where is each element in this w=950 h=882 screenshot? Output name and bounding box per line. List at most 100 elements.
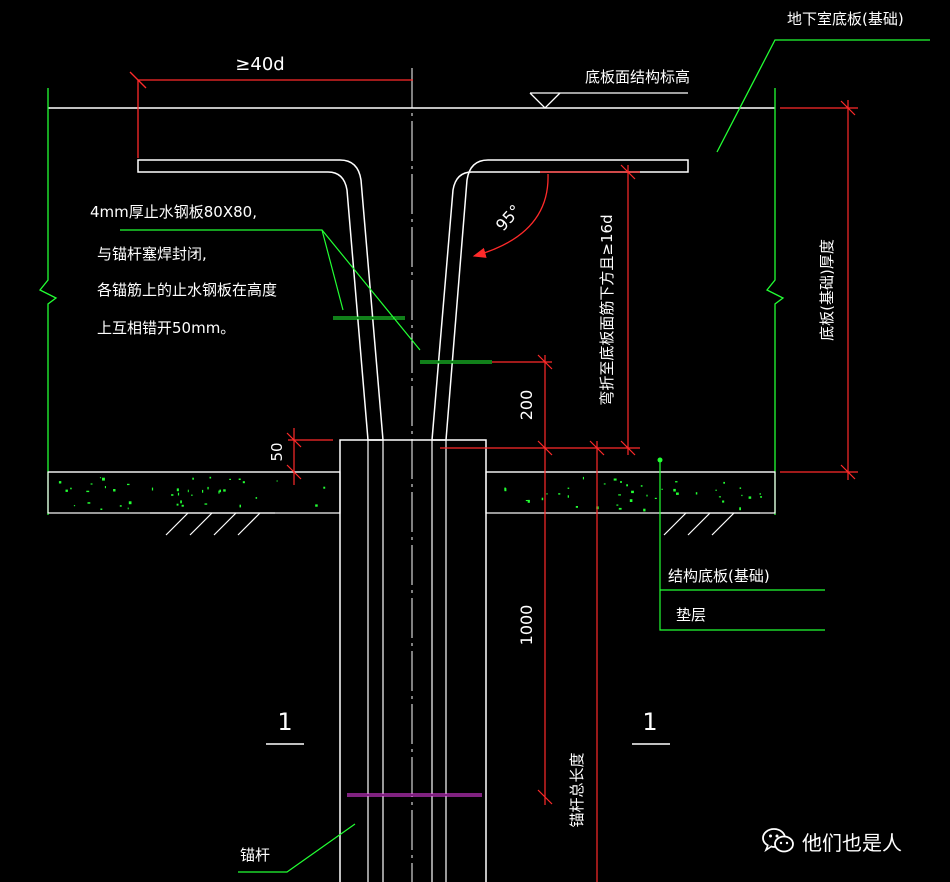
cushion-speckle xyxy=(180,500,182,504)
right-slab-edge xyxy=(765,88,785,515)
bend-tick-top xyxy=(620,164,636,180)
cushion-speckle xyxy=(113,489,116,492)
cushion-speckle xyxy=(759,493,761,495)
note-line-3: 各锚筋上的止水钢板在高度 xyxy=(97,281,277,299)
cushion-speckle xyxy=(739,487,742,489)
cushion-speckle xyxy=(739,507,741,511)
cushion-speckle xyxy=(654,497,657,499)
cushion-speckle xyxy=(640,485,643,487)
left-slab-edge xyxy=(38,88,58,515)
cushion-speckle xyxy=(102,477,105,481)
cushion-speckle xyxy=(73,505,76,507)
dim-1000-tick-bottom xyxy=(537,789,553,805)
cushion-speckle xyxy=(567,495,569,498)
cushion-speckle xyxy=(99,477,102,479)
cushion-speckle xyxy=(631,490,634,494)
cushion-speckle xyxy=(760,496,762,498)
dim-50-tick-top xyxy=(286,432,302,448)
total-length-label: 锚杆总长度 xyxy=(568,752,586,827)
cushion-speckle xyxy=(718,496,721,498)
cushion-speckle xyxy=(70,487,72,490)
angle-arc xyxy=(472,173,549,258)
cushion-speckle xyxy=(315,504,318,507)
note-leader-branch xyxy=(321,229,344,311)
cushion-speckle xyxy=(616,504,619,506)
cushion-speckle xyxy=(582,476,584,480)
soil-hatch-left xyxy=(150,512,275,536)
structural-slab-label: 结构底板(基础) xyxy=(668,567,770,585)
anchor-label: 锚杆 xyxy=(240,846,270,864)
thickness-label: 底板(基础)厚度 xyxy=(818,239,836,341)
cushion-speckle xyxy=(613,478,617,481)
cushion-speckle xyxy=(176,488,179,492)
cushion-speckle xyxy=(191,494,193,496)
cushion-speckle xyxy=(276,480,278,482)
dim-200-text: 200 xyxy=(517,390,536,421)
cushion-layer-right xyxy=(485,471,776,514)
cushion-speckle xyxy=(239,504,241,508)
anchor-bar-right xyxy=(431,159,689,441)
cushion-speckle xyxy=(192,477,194,480)
cushion-speckle xyxy=(723,481,725,484)
dim-200-tick-mid xyxy=(537,440,553,456)
pile-outline xyxy=(339,439,487,882)
cushion-speckle xyxy=(104,486,106,489)
section-mark-left: 1 xyxy=(277,708,292,736)
cushion-speckle xyxy=(323,486,326,489)
dim-200-tick-top xyxy=(537,354,553,370)
cushion-speckle xyxy=(504,487,506,491)
cushion-speckle xyxy=(575,506,578,508)
cushion-speckle xyxy=(90,483,93,485)
cushion-speckle xyxy=(255,497,258,499)
cushion-speckle xyxy=(229,478,231,480)
cushion-speckle xyxy=(620,481,622,483)
cushion-speckle xyxy=(722,500,725,503)
cushion-speckle xyxy=(661,488,663,490)
watermark: 他们也是人 xyxy=(762,824,902,858)
basement-slab-label: 地下室底板(基础) xyxy=(787,10,904,28)
cushion-speckle xyxy=(618,494,621,496)
dim-50-text: 50 xyxy=(268,442,286,461)
cushion-speckle xyxy=(187,489,189,493)
anchor-leader xyxy=(238,823,356,873)
cushion-speckle xyxy=(177,492,180,496)
bend-label: 弯折至底板面筋下方且≥16d xyxy=(598,214,616,405)
cushion-speckle xyxy=(558,493,561,495)
cushion-speckle xyxy=(119,505,122,507)
dim-40d-text: ≥40d xyxy=(235,54,284,75)
wechat-icon xyxy=(762,828,794,853)
watermark-text: 他们也是人 xyxy=(802,830,902,855)
cushion-speckle xyxy=(207,486,209,490)
cushion-speckle xyxy=(646,494,648,497)
dim-50-tick-bottom xyxy=(286,464,302,480)
cushion-speckle xyxy=(238,478,241,480)
cushion-speckle xyxy=(629,499,633,502)
cushion-speckle xyxy=(223,489,226,492)
note-line-1: 4mm厚止水钢板80X80, xyxy=(90,203,257,221)
cushion-speckle xyxy=(87,502,91,504)
cushion-speckle xyxy=(527,499,530,503)
cushion-speckle xyxy=(218,490,220,494)
cushion-speckle xyxy=(219,489,221,493)
cushion-speckle xyxy=(675,481,678,483)
cushion-speckle xyxy=(603,483,606,485)
cushion-speckle xyxy=(171,494,174,496)
cushion-speckle xyxy=(176,503,179,506)
elevation-label: 底板面结构标高 xyxy=(585,68,690,86)
section-mark-right: 1 xyxy=(642,708,657,736)
elevation-triangle xyxy=(529,92,561,109)
note-line-2: 与锚杆塞焊封闭, xyxy=(97,245,207,263)
cushion-speckle xyxy=(65,489,68,492)
thickness-tick-top xyxy=(840,100,856,116)
cushion-speckle xyxy=(715,489,717,491)
cushion-label: 垫层 xyxy=(676,606,706,624)
thickness-tick-bottom xyxy=(840,464,856,480)
cushion-speckle xyxy=(202,489,204,493)
cushion-speckle xyxy=(58,481,62,484)
cushion-layer-left xyxy=(47,471,341,514)
angle-text: 95° xyxy=(492,201,525,235)
cushion-speckle xyxy=(695,492,698,495)
note-block: 4mm厚止水钢板80X80, 与锚杆塞焊封闭, 各锚筋上的止水钢板在高度 上互相… xyxy=(90,203,277,337)
cushion-speckle xyxy=(181,504,184,507)
